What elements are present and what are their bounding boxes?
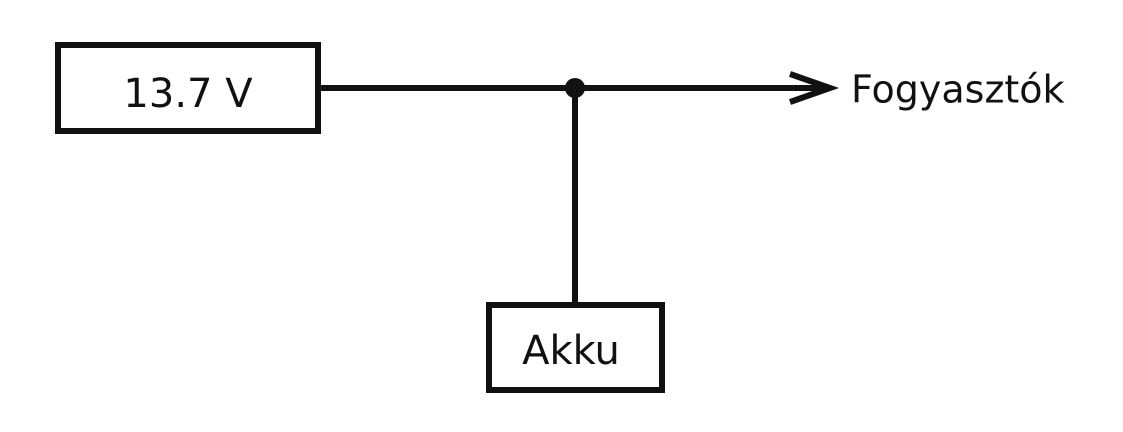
battery-label: Akku	[522, 328, 620, 374]
battery-box	[486, 302, 665, 393]
load-label: Fogyasztók	[851, 68, 1065, 112]
output-arrow-icon	[789, 71, 840, 105]
supply-label: 13.7 V	[123, 71, 253, 117]
